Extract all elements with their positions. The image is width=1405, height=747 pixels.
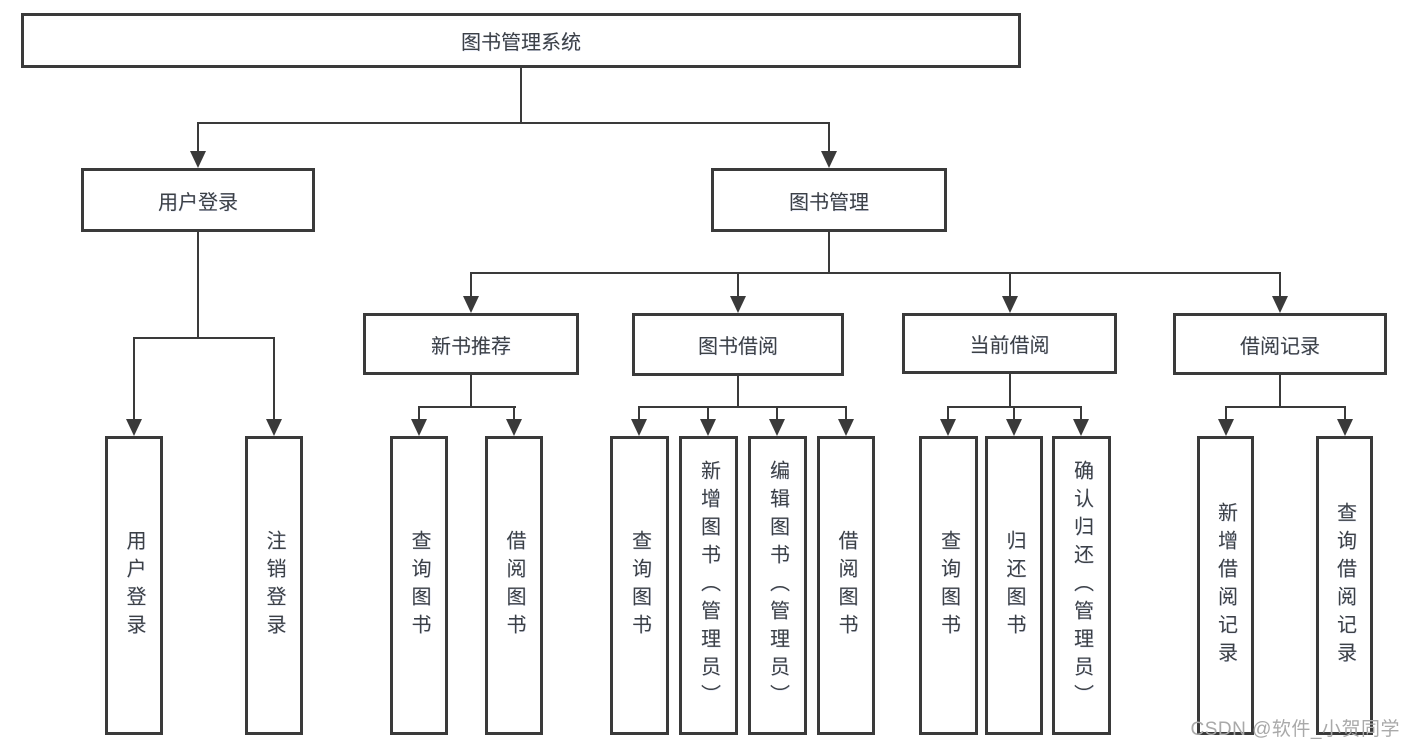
- arrowhead-down-icon: [838, 419, 854, 436]
- connector-vline: [828, 232, 830, 274]
- arrowhead-down-icon: [730, 296, 746, 313]
- arrowhead-down-icon: [700, 419, 716, 436]
- connector-vline: [470, 272, 472, 300]
- connector-vline: [947, 406, 949, 423]
- node-new-book-recommend-label: 新书推荐: [431, 335, 511, 358]
- node-book-management: 图书管理: [711, 168, 947, 232]
- connector-vline: [470, 375, 472, 408]
- leaf-confirm-return-admin: 确认归还（管理员）: [1052, 436, 1111, 735]
- arrowhead-down-icon: [506, 419, 522, 436]
- leaf-user-login-label: 用户登录: [123, 529, 145, 642]
- leaf-query-book-borrow: 查询图书: [610, 436, 669, 735]
- leaf-query-borrow-record: 查询借阅记录: [1316, 436, 1373, 735]
- leaf-return-book: 归还图书: [985, 436, 1043, 735]
- leaf-query-borrow-record-label: 查询借阅记录: [1333, 501, 1356, 670]
- arrowhead-down-icon: [1272, 296, 1288, 313]
- connector-vline: [1080, 406, 1082, 423]
- leaf-add-book-admin-label: 新增图书（管理员）: [697, 459, 720, 712]
- arrowhead-down-icon: [1337, 419, 1353, 436]
- node-current-borrow: 当前借阅: [902, 313, 1117, 374]
- node-root: 图书管理系统: [21, 13, 1021, 68]
- node-book-management-label: 图书管理: [789, 191, 869, 214]
- node-book-borrow: 图书借阅: [632, 313, 844, 376]
- connector-hline: [197, 122, 830, 124]
- connector-hline: [133, 337, 275, 339]
- arrowhead-down-icon: [463, 296, 479, 313]
- leaf-add-book-admin: 新增图书（管理员）: [679, 436, 738, 735]
- leaf-query-book-borrow-label: 查询图书: [628, 529, 651, 642]
- watermark: CSDN @软件_小贺同学: [1190, 719, 1400, 740]
- node-user-login-label: 用户登录: [158, 191, 238, 214]
- arrowhead-down-icon: [940, 419, 956, 436]
- connector-vline: [845, 406, 847, 423]
- node-root-label: 图书管理系统: [461, 32, 581, 54]
- arrowhead-down-icon: [631, 419, 647, 436]
- connector-vline: [737, 376, 739, 408]
- connector-vline: [1009, 272, 1011, 300]
- arrowhead-down-icon: [1002, 296, 1018, 313]
- arrowhead-down-icon: [1218, 419, 1234, 436]
- leaf-borrow-book-label: 借阅图书: [835, 529, 857, 642]
- connector-hline: [638, 406, 847, 408]
- connector-hline: [470, 272, 1281, 274]
- connector-vline: [133, 337, 135, 423]
- leaf-edit-book-admin-label: 编辑图书（管理员）: [766, 459, 789, 712]
- arrowhead-down-icon: [1006, 419, 1022, 436]
- node-borrow-record: 借阅记录: [1173, 313, 1387, 375]
- node-book-borrow-label: 图书借阅: [698, 336, 778, 358]
- connector-vline: [418, 406, 420, 423]
- arrowhead-down-icon: [821, 151, 837, 168]
- connector-vline: [1344, 406, 1346, 423]
- node-user-login: 用户登录: [81, 168, 315, 232]
- connector-vline: [273, 337, 275, 423]
- leaf-query-book-current-label: 查询图书: [937, 529, 960, 642]
- connector-vline: [1009, 374, 1011, 408]
- connector-vline: [737, 272, 739, 300]
- leaf-edit-book-admin: 编辑图书（管理员）: [748, 436, 807, 735]
- connector-vline: [1225, 406, 1227, 423]
- leaf-logout-label: 注销登录: [263, 529, 285, 642]
- leaf-borrow-book-recommend: 借阅图书: [485, 436, 543, 735]
- connector-vline: [520, 68, 522, 124]
- leaf-confirm-return-admin-label: 确认归还（管理员）: [1070, 459, 1093, 712]
- connector-vline: [197, 232, 199, 339]
- arrowhead-down-icon: [769, 419, 785, 436]
- arrowhead-down-icon: [190, 151, 206, 168]
- arrowhead-down-icon: [1073, 419, 1089, 436]
- node-new-book-recommend: 新书推荐: [363, 313, 579, 375]
- leaf-return-book-label: 归还图书: [1003, 529, 1025, 642]
- leaf-borrow-book: 借阅图书: [817, 436, 875, 735]
- connector-hline: [418, 406, 516, 408]
- node-borrow-record-label: 借阅记录: [1240, 335, 1320, 358]
- arrowhead-down-icon: [126, 419, 142, 436]
- connector-vline: [1279, 272, 1281, 300]
- leaf-query-book-recommend-label: 查询图书: [408, 529, 430, 642]
- node-current-borrow-label: 当前借阅: [969, 335, 1050, 357]
- leaf-borrow-book-recommend-label: 借阅图书: [503, 529, 525, 642]
- connector-vline: [197, 122, 199, 155]
- arrowhead-down-icon: [266, 419, 282, 436]
- connector-vline: [638, 406, 640, 423]
- leaf-query-book-current: 查询图书: [919, 436, 978, 735]
- leaf-add-borrow-record: 新增借阅记录: [1197, 436, 1254, 735]
- connector-vline: [707, 406, 709, 423]
- connector-vline: [1013, 406, 1015, 423]
- connector-vline: [1279, 375, 1281, 408]
- connector-vline: [513, 406, 515, 423]
- connector-hline: [1225, 406, 1346, 408]
- connector-vline: [828, 122, 830, 155]
- arrowhead-down-icon: [411, 419, 427, 436]
- leaf-user-login: 用户登录: [105, 436, 163, 735]
- leaf-logout: 注销登录: [245, 436, 303, 735]
- leaf-add-borrow-record-label: 新增借阅记录: [1214, 501, 1237, 670]
- connector-vline: [776, 406, 778, 423]
- leaf-query-book-recommend: 查询图书: [390, 436, 448, 735]
